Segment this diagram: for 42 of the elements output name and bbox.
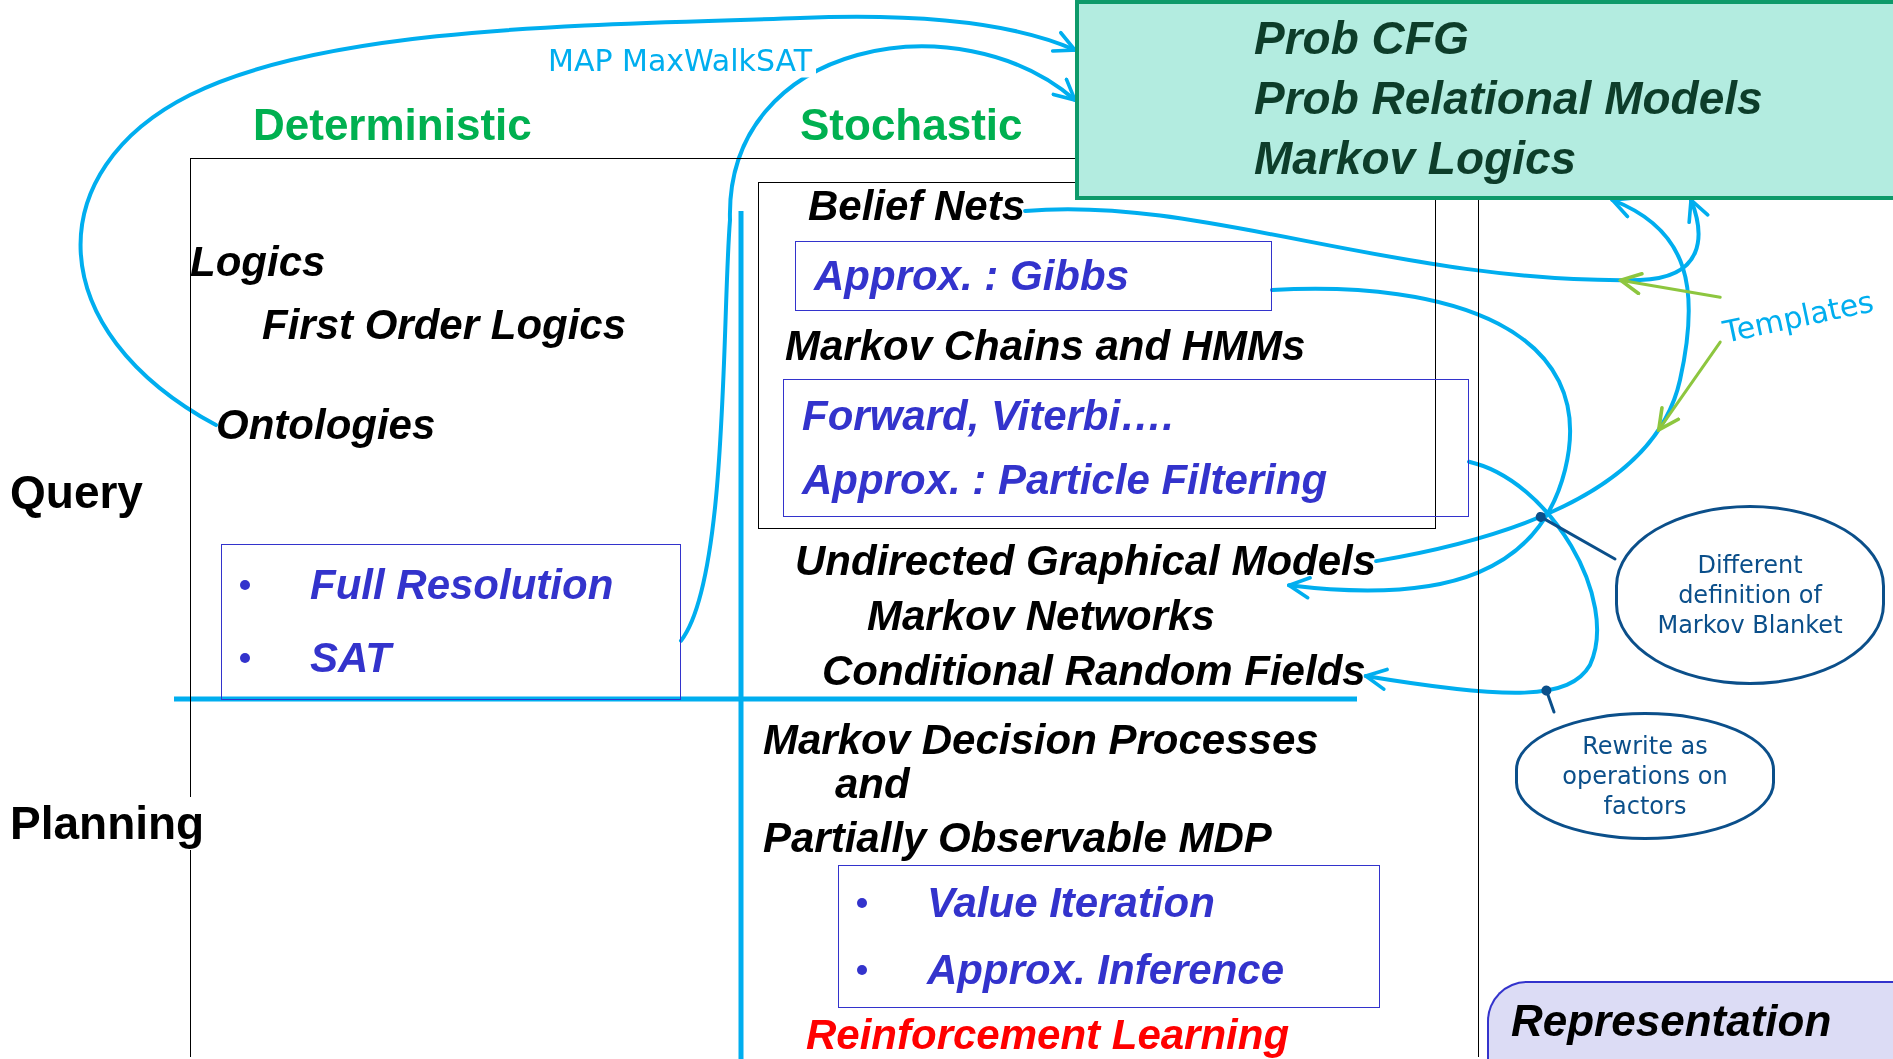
annotation-text: Different definition of Markov Blanket [1656,550,1844,640]
annotation-text: Templates [1720,284,1877,349]
arrow [1363,459,1600,695]
model-text: Markov Logics [1254,131,1577,185]
column-header: Stochastic [800,100,1023,151]
method-box [221,544,681,700]
category-label: Reinforcement Learning [806,1011,1290,1059]
method-text: Approx. : Gibbs [814,251,1129,301]
method-box [838,865,1380,1008]
arrow [1618,271,1722,299]
method-text: Full Resolution [310,561,614,610]
topic-label: Belief Nets [808,182,1026,231]
category-label: Markov Chains and HMMs [785,322,1306,371]
column-header: Deterministic [253,100,532,151]
method-text: Forward, Viterbi…. [802,391,1174,441]
category-label: Logics [190,238,326,287]
method-box [783,379,1469,517]
speech-bubble [1515,712,1775,840]
arrow [679,44,1077,643]
topic-label: Undirected Graphical Models [795,537,1377,586]
method-box [795,241,1272,311]
arrow [78,14,1077,428]
method-text: Approx. : Particle Filtering [802,455,1328,505]
model-text: Prob Relational Models [1254,71,1763,125]
category-label: Markov Networks [867,592,1215,641]
category-label: First Order Logics [262,301,627,350]
tab-box [1487,981,1893,1059]
leader-line [1541,685,1556,714]
method-text: Approx. Inference [927,945,1285,994]
method-text: Value Iteration [927,879,1215,928]
tab-text: Representation [1511,995,1832,1047]
model-text: Prob CFG [1254,11,1469,65]
speech-bubble [1615,505,1885,685]
annotation-text: Rewrite as operations on factors [1561,731,1729,821]
topic-label: Conditional Random Fields [822,647,1366,696]
arrow [1023,198,1709,282]
arrow [1270,286,1572,599]
topic-label: Ontologies [216,401,436,450]
category-label: Partially Observable MDP [763,814,1272,863]
leader-line [1535,511,1617,561]
model-panel [1075,0,1893,200]
arrow [1656,340,1722,432]
